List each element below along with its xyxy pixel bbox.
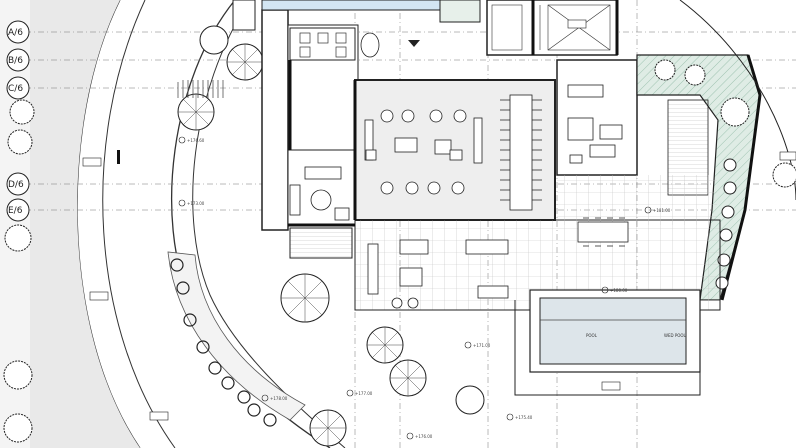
axis-marker-a6: A/6 xyxy=(6,20,30,44)
axis-label-e6: E/6 xyxy=(8,206,23,216)
lawn-stripes xyxy=(177,80,224,98)
lobby-rug xyxy=(360,32,380,58)
east-trees xyxy=(654,59,796,290)
axis-label-c6: C/6 xyxy=(8,84,23,94)
axis-marker-e6: E/6 xyxy=(6,198,30,222)
north-arrow-icon xyxy=(408,40,420,47)
water-feature xyxy=(261,0,443,11)
upper-right-rooms xyxy=(486,0,618,56)
garden-bed-fill xyxy=(30,0,140,448)
wc-fixtures xyxy=(299,32,347,58)
level-l6: +176.00 xyxy=(415,434,433,439)
level-annotations: +176.60 +173.00 +171.00 +177.00 +178.00 … xyxy=(178,136,671,440)
pool-outline-wall xyxy=(514,300,701,396)
tree-spokes xyxy=(178,44,426,446)
section-tags xyxy=(82,19,796,421)
level-l4: +177.00 xyxy=(355,391,373,396)
level-l8: +180.00 xyxy=(610,288,628,293)
pool-basin xyxy=(539,297,687,365)
family-room-furniture xyxy=(567,84,623,164)
planter-circles xyxy=(170,258,277,427)
stair-structure xyxy=(232,0,256,31)
level-l2: +173.00 xyxy=(187,201,205,206)
grid-axis-markers: A/6 B/6 C/6 D/6 E/6 xyxy=(6,20,30,222)
axis-marker-d6: D/6 xyxy=(6,172,30,196)
dining-table xyxy=(500,94,542,211)
level-l1: +176.60 xyxy=(187,138,205,143)
planter-band xyxy=(167,251,306,421)
level-l7: +175.40 xyxy=(515,415,533,420)
terrace-east xyxy=(557,175,717,225)
level-l5: +178.00 xyxy=(270,396,288,401)
axis-label-d6: D/6 xyxy=(8,180,24,190)
level-l9: +181.00 xyxy=(653,208,671,213)
wed-pool-label: WED POOL xyxy=(664,333,687,338)
building-core-wall xyxy=(261,9,289,231)
kitchen-furniture xyxy=(289,166,350,221)
terrace-furniture xyxy=(367,217,629,309)
axis-label-b6: B/6 xyxy=(8,56,23,66)
upper-courtyard xyxy=(439,0,481,23)
axis-marker-b6: B/6 xyxy=(6,48,30,72)
structural-walls xyxy=(288,0,619,227)
section-marker-black xyxy=(117,150,120,164)
axis-marker-c6: C/6 xyxy=(6,76,30,100)
axis-label-a6: A/6 xyxy=(8,28,23,38)
living-furniture xyxy=(364,109,483,195)
pool-label: POOL xyxy=(586,333,598,338)
level-l3: +171.00 xyxy=(473,343,491,348)
family-room xyxy=(556,59,638,176)
west-stair xyxy=(289,227,353,259)
east-boundary-wall xyxy=(720,54,762,301)
